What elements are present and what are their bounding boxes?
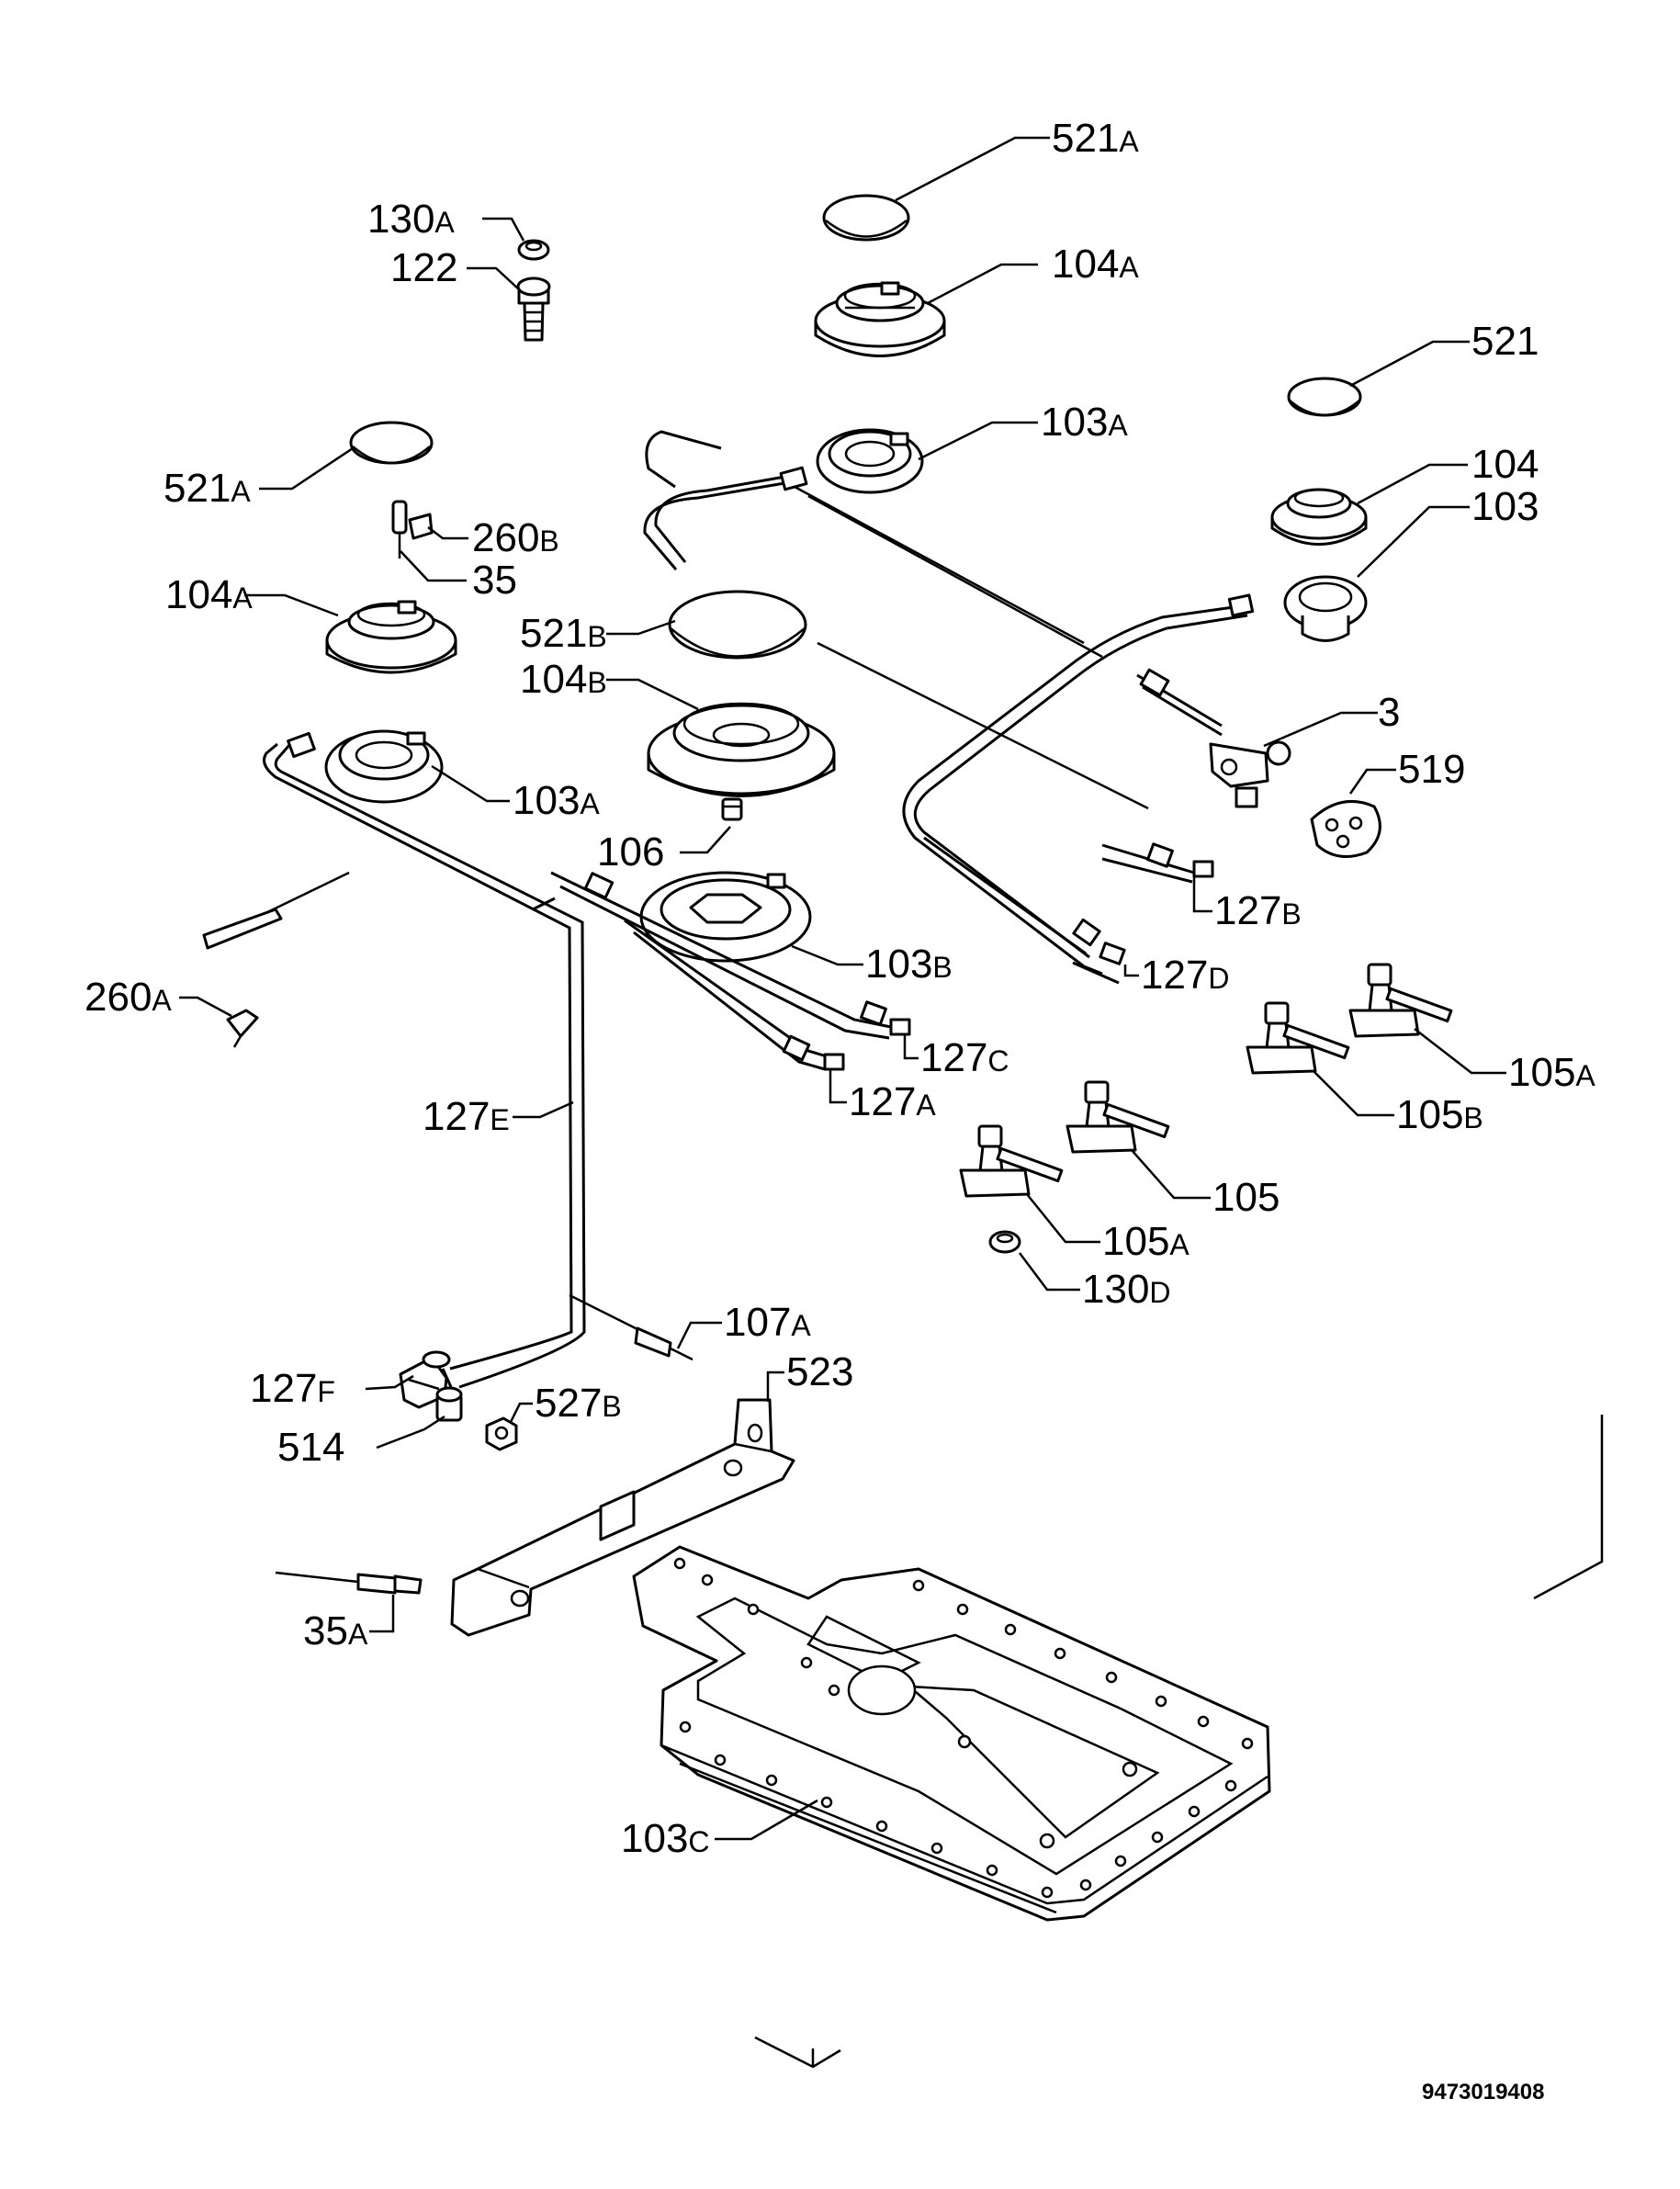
label-105b: 105B xyxy=(1396,1092,1483,1137)
gas-valve-105 xyxy=(1066,1080,1170,1154)
label-527b: 527B xyxy=(535,1381,622,1426)
label-104b: 104B xyxy=(520,657,607,702)
thermocouple-260a xyxy=(202,871,350,1048)
burner-tray-103c xyxy=(632,1545,1271,1922)
injector-130a xyxy=(517,239,550,261)
label-103a-top: 103A xyxy=(1041,400,1128,445)
thermostat-valve-3 xyxy=(1209,740,1291,808)
label-127c: 127C xyxy=(920,1035,1009,1080)
thermocouple-clip-260b xyxy=(408,513,434,540)
label-105a-right: 105A xyxy=(1508,1050,1595,1095)
label-260a: 260A xyxy=(85,975,172,1020)
label-514: 514 xyxy=(277,1425,344,1470)
label-106: 106 xyxy=(597,829,664,874)
label-519: 519 xyxy=(1398,747,1465,792)
burner-base-103a-left xyxy=(324,729,444,804)
label-104a-left: 104A xyxy=(165,572,253,617)
label-105a-lower: 105A xyxy=(1102,1219,1190,1264)
fitting-514 xyxy=(435,1386,463,1422)
label-127d: 127D xyxy=(1141,953,1230,998)
burner-base-103b-center xyxy=(639,871,812,963)
gas-valve-105a-right xyxy=(1348,963,1453,1038)
burner-cap-521a-left xyxy=(349,421,434,465)
leader-lines xyxy=(179,136,1506,1841)
label-130d: 130D xyxy=(1082,1267,1171,1312)
label-127a: 127A xyxy=(849,1079,936,1124)
gas-valve-105b xyxy=(1246,1001,1350,1075)
burner-base-103-right xyxy=(1283,575,1368,642)
injector-holder-122 xyxy=(516,276,551,342)
label-521a-left: 521A xyxy=(163,466,251,511)
ignition-electrode-107a xyxy=(569,1293,693,1361)
label-103: 103 xyxy=(1471,484,1539,529)
injector-106 xyxy=(721,797,743,821)
part-labels: 521A 130A 122 104A 521 103A 521A 260B 10… xyxy=(85,116,1595,1861)
thermocouple-tip-35 xyxy=(391,500,408,559)
label-127f: 127F xyxy=(250,1366,335,1411)
burner-crown-104a-top xyxy=(814,281,946,357)
burner-cap-521a-top xyxy=(822,194,910,242)
label-521b: 521B xyxy=(520,611,607,656)
burner-bracket-523 xyxy=(450,1398,795,1637)
label-105: 105 xyxy=(1212,1175,1280,1220)
label-103a-left: 103A xyxy=(513,778,600,823)
label-3: 3 xyxy=(1378,690,1400,735)
burner-cap-521-right xyxy=(1287,377,1362,417)
orientation-mark xyxy=(754,2036,841,2069)
label-521: 521 xyxy=(1471,319,1539,364)
label-103b: 103B xyxy=(865,942,953,987)
thermocouple-35a xyxy=(275,1571,423,1595)
label-35a: 35A xyxy=(303,1608,368,1653)
label-130a: 130A xyxy=(367,197,455,242)
label-104: 104 xyxy=(1471,442,1539,487)
diagram-code: 9473019408 xyxy=(1422,2080,1544,2104)
label-127e: 127E xyxy=(423,1094,510,1139)
frame-corner-mark xyxy=(1533,1415,1604,1600)
nut-527b xyxy=(485,1416,518,1451)
label-122: 122 xyxy=(390,245,457,290)
label-521a-top: 521A xyxy=(1052,116,1139,161)
label-107a: 107A xyxy=(724,1300,811,1345)
burner-crown-104b-center xyxy=(647,702,836,797)
label-104a-top: 104A xyxy=(1052,242,1139,287)
label-260b: 260B xyxy=(472,515,559,560)
label-127b: 127B xyxy=(1214,888,1302,933)
burner-crown-104-right xyxy=(1270,488,1368,546)
knob-plate-519 xyxy=(1310,799,1381,858)
nut-130d xyxy=(988,1230,1021,1254)
burner-base-103a-top xyxy=(816,428,924,494)
label-103c: 103C xyxy=(621,1816,710,1861)
elbow-fitting-127f xyxy=(399,1350,451,1409)
label-35: 35 xyxy=(472,558,517,603)
burner-crown-104a-left xyxy=(325,600,457,674)
burner-cap-521b-center xyxy=(668,590,807,660)
label-523: 523 xyxy=(786,1349,853,1394)
gas-valve-105a-lower xyxy=(959,1124,1064,1198)
